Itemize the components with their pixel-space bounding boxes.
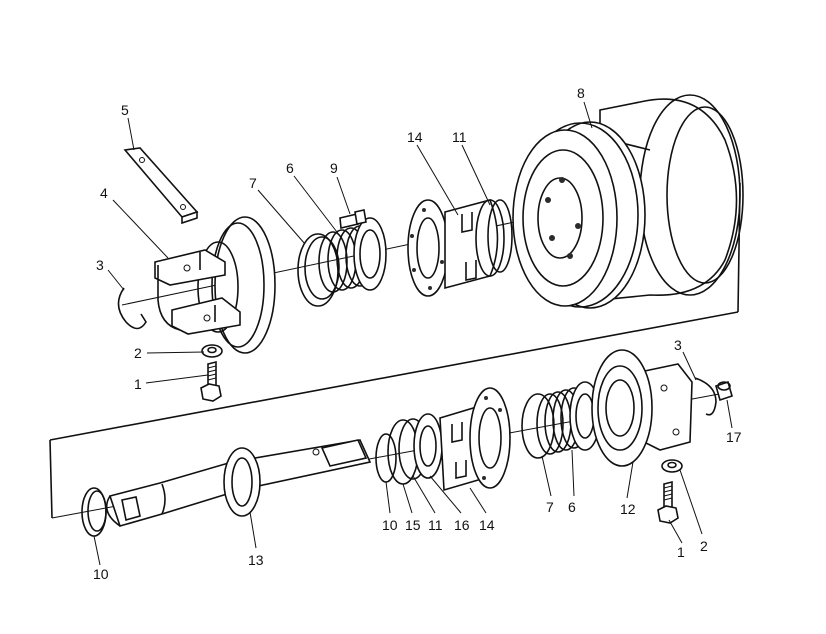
callout-lower-1: 1: [677, 544, 685, 560]
thin-ring-part: [487, 199, 513, 273]
callout-upper-11: 11: [452, 129, 467, 145]
retaining-ring-right-part: [694, 377, 717, 416]
flanged-bushing-lower-part: [439, 387, 511, 492]
bolt-part: [200, 360, 222, 402]
callout-lower-15: 15: [405, 517, 421, 533]
seal-ring-part: [297, 233, 340, 307]
callout-lower-11: 11: [428, 517, 443, 533]
roller-shaft-part: [105, 439, 372, 527]
callout-lower-12: 12: [620, 501, 636, 517]
callout-upper-2: 2: [134, 345, 142, 361]
callout-lower-14: 14: [479, 517, 495, 533]
collar-bracket-part: [154, 216, 276, 354]
callout-lower-6: 6: [568, 499, 576, 515]
callout-lower-7: 7: [546, 499, 554, 515]
callout-upper-6: 6: [286, 160, 294, 176]
callout-lower-17: 17: [726, 429, 742, 445]
callout-lower-10-left: 10: [93, 566, 109, 582]
locking-plate-part: [123, 147, 199, 225]
callout-lower-2: 2: [700, 538, 708, 554]
plug-bolt-part: [339, 209, 367, 229]
callout-upper-8: 8: [577, 85, 585, 101]
duo-cone-seal-part: [318, 217, 387, 293]
retaining-ring-part: [117, 287, 147, 330]
track-roller-wheel-part: [512, 94, 744, 309]
washer-part: [201, 344, 223, 358]
bushing-sleeve-part: [413, 413, 443, 479]
callout-upper-1: 1: [134, 376, 142, 392]
callout-upper-14: 14: [407, 129, 423, 145]
callout-lower-10: 10: [382, 517, 398, 533]
callout-lower-3: 3: [674, 337, 682, 353]
washer-lower-part: [661, 459, 683, 473]
plug-part: [715, 380, 733, 402]
end-collar-part: [591, 349, 693, 467]
duo-cone-seal-lower-part: [536, 381, 601, 455]
callout-upper-4: 4: [100, 185, 108, 201]
bolt-lower-part: [657, 480, 679, 524]
callout-upper-3: 3: [96, 257, 104, 273]
callout-leader-lines: [93, 101, 733, 566]
callout-lower-16: 16: [454, 517, 470, 533]
callout-lower-13: 13: [248, 552, 264, 568]
flanged-bushing-part: [407, 199, 505, 297]
callout-upper-5: 5: [121, 102, 129, 118]
callout-upper-9: 9: [330, 160, 338, 176]
callout-upper-7: 7: [249, 175, 257, 191]
callout-labels: 5 4 3 2 1 7 6 9 14 11 8 3 17 2 1 12 6 7 …: [93, 85, 742, 582]
